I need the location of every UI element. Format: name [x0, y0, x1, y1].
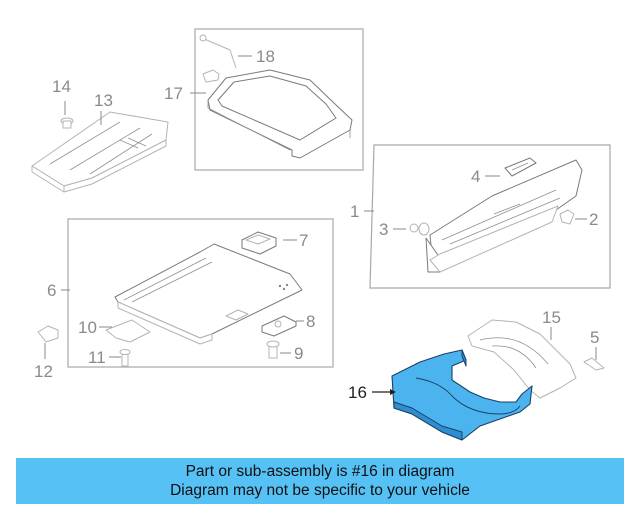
callout-5: 5 [590, 328, 599, 347]
handle-part-4 [504, 157, 537, 177]
callout-18: 18 [256, 47, 275, 66]
trim-panel-part-1 [425, 159, 583, 273]
info-banner: Part or sub-assembly is #16 in diagram D… [16, 458, 624, 504]
callout-14: 14 [52, 77, 71, 96]
callout-6: 6 [47, 281, 56, 300]
group-box-cover [194, 28, 364, 171]
callout-8: 8 [306, 312, 315, 331]
callout-15: 15 [542, 308, 561, 327]
highlighted-part-16 [391, 349, 533, 441]
group-box-floor-board [67, 218, 334, 368]
parts-diagram: 14 13 18 17 4 1 3 2 7 6 8 10 9 11 12 15 … [31, 28, 611, 441]
bracket-part-10 [105, 319, 151, 343]
bracket-part-18 [199, 34, 237, 83]
cover-part-17 [207, 69, 353, 159]
callout-11: 11 [88, 348, 106, 367]
callout-3: 3 [379, 220, 388, 239]
callout-2: 2 [589, 210, 598, 229]
callout-16: 16 [348, 383, 367, 402]
parcel-shelf-part [31, 111, 169, 193]
clip-part-12 [37, 325, 59, 343]
group-box-trim-panel [369, 144, 611, 289]
callout-9: 9 [294, 344, 303, 363]
clip-part-14 [60, 117, 74, 129]
floor-board-part-6 [114, 243, 303, 345]
callout-12: 12 [34, 362, 53, 381]
callout-1: 1 [350, 202, 359, 221]
callout-13: 13 [94, 91, 113, 110]
bolt-part-9 [266, 340, 280, 359]
bracket-part-8 [261, 315, 297, 337]
fastener-part-3 [409, 222, 430, 236]
tire-tray-part-15 [467, 319, 605, 399]
callout-7: 7 [299, 231, 308, 250]
bolt-part-11 [119, 349, 131, 367]
cap-part-7 [241, 231, 277, 255]
banner-line-1: Part or sub-assembly is #16 in diagram [185, 463, 455, 480]
callout-17: 17 [164, 84, 183, 103]
callout-10: 10 [78, 318, 97, 337]
banner-line-2: Diagram may not be specific to your vehi… [170, 482, 470, 499]
clip-part-2 [559, 209, 575, 225]
callout-4: 4 [471, 167, 480, 186]
